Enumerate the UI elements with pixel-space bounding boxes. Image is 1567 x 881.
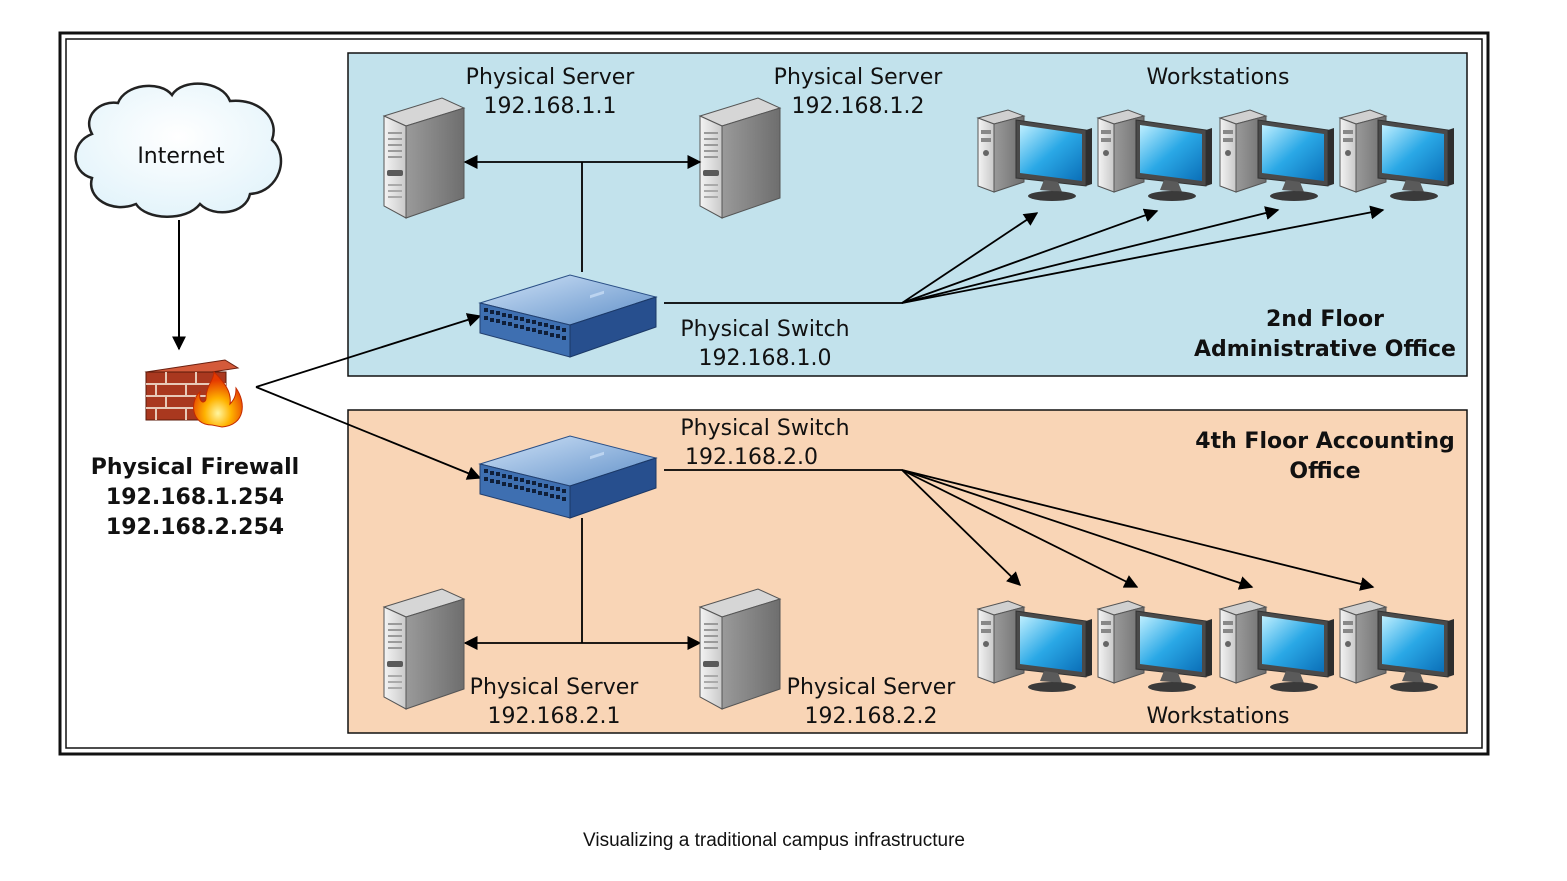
floor4-switch-name: Physical Switch — [680, 416, 849, 441]
floor4-server-b-name: Physical Server — [787, 675, 957, 700]
floor2-server-b-ip: 192.168.1.2 — [792, 94, 925, 119]
floor4-link-ws1 — [901, 469, 1022, 586]
floor4-server-a-icon — [383, 588, 465, 710]
floor2-link-ws1 — [901, 212, 1039, 304]
floor2-switch-name: Physical Switch — [680, 317, 849, 342]
floor2-server-a-name: Physical Server — [466, 65, 636, 90]
floor2-server-b-icon — [699, 97, 781, 219]
floor4-workstations-label: Workstations — [1147, 704, 1290, 729]
floor4-server-a-name: Physical Server — [470, 675, 640, 700]
floor2-workstations-label: Workstations — [1147, 65, 1290, 90]
internet-label: Internet — [137, 144, 225, 169]
floor4-title-line2: Office — [1289, 459, 1360, 484]
floor4-switch-ip: 192.168.2.0 — [685, 445, 818, 470]
floor2-server-b-name: Physical Server — [774, 65, 944, 90]
floor2-link-ws4 — [901, 205, 1385, 304]
floor4-link-ws4 — [901, 469, 1375, 591]
floor2-title-line2: Administrative Office — [1194, 337, 1456, 362]
figure-caption: Visualizing a traditional campus infrast… — [583, 830, 965, 851]
floor4-server-a-ip: 192.168.2.1 — [488, 704, 621, 729]
firewall-ip-1: 192.168.1.254 — [106, 485, 284, 510]
floor2-switch-ip: 192.168.1.0 — [699, 346, 832, 371]
floor4-title-line1: 4th Floor Accounting — [1195, 429, 1454, 454]
floor2-link-ws3 — [901, 206, 1280, 304]
link-firewall-switch2 — [255, 386, 482, 480]
floor4-server-b-ip: 192.168.2.2 — [805, 704, 938, 729]
link-firewall-switch1 — [255, 313, 482, 388]
firewall-icon — [144, 359, 243, 428]
floor2-server-a-ip: 192.168.1.1 — [484, 94, 617, 119]
inner-border — [65, 38, 1483, 749]
firewall-name: Physical Firewall — [91, 455, 299, 480]
floor4-server-b-icon — [699, 588, 781, 710]
firewall-ip-2: 192.168.2.254 — [106, 515, 284, 540]
floor2-link-ws2 — [901, 208, 1159, 304]
internet-cloud-icon — [74, 82, 283, 218]
floor4-link-ws2 — [901, 469, 1139, 588]
outer-border — [58, 31, 1490, 756]
floor2-title-line1: 2nd Floor — [1266, 307, 1384, 332]
floor2-server-a-icon — [383, 97, 465, 219]
floor4-link-ws3 — [901, 469, 1254, 590]
